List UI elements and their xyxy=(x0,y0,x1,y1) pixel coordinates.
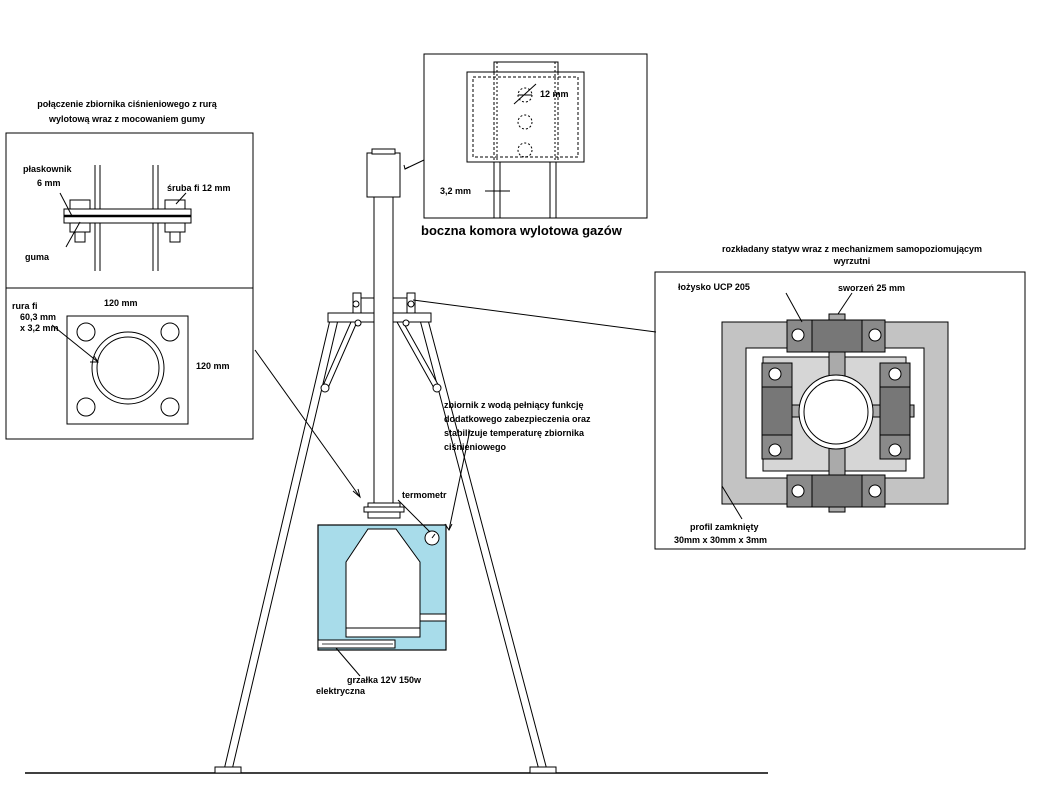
bolt-label: śruba fi 12 mm xyxy=(167,183,231,193)
water-tank xyxy=(317,524,447,651)
heater-label-line2: elektryczna xyxy=(316,686,366,696)
plate-width-label: 120 mm xyxy=(104,298,138,308)
side-chamber-panel xyxy=(423,53,648,219)
bearing-label: łożysko UCP 205 xyxy=(678,282,750,292)
tank-note-line4: ciśnieniowego xyxy=(444,442,507,452)
profile-label-line2: 30mm x 30mm x 3mm xyxy=(674,535,767,545)
flat-bar-label-line2: 6 mm xyxy=(37,178,61,188)
stand-caption-line1: rozkładany statyw wraz z mechanizmem sam… xyxy=(722,244,982,254)
pipe-label-line3: x 3,2 mm xyxy=(20,323,59,333)
thermometer-label: termometr xyxy=(402,490,447,500)
side-chamber-title: boczna komora wylotowa gazów xyxy=(421,223,623,238)
flat-bar-label-line1: płaskownik xyxy=(23,164,73,174)
launch-tube xyxy=(363,148,405,519)
flange-detail-panel xyxy=(5,132,254,440)
heater-label-line1: grzałka 12V 150w xyxy=(347,675,422,685)
self-leveling-mechanism-panel xyxy=(654,271,1026,550)
profile-label-line1: profil zamknięty xyxy=(690,522,759,532)
tank-note-line1: zbiornik z wodą pełniący funkcję xyxy=(444,400,584,410)
pipe-label-line1: rura fi xyxy=(12,301,38,311)
leader-lines xyxy=(51,159,853,677)
flange-plate-top-view xyxy=(66,315,189,425)
flange-caption-line2: wylotową wraz z mocowaniem gumy xyxy=(48,114,205,124)
hole-dimension-label: 12 mm xyxy=(540,89,569,99)
tripod-stand xyxy=(214,292,557,774)
tank-note-line3: stabilizuje temperaturę zbiornika xyxy=(444,428,585,438)
flange-side-view xyxy=(63,165,192,271)
wall-dimension-label: 3,2 mm xyxy=(440,186,471,196)
pipe-label-line2: 60,3 mm xyxy=(20,312,56,322)
rubber-label: guma xyxy=(25,252,50,262)
flange-caption-line1: połączenie zbiornika ciśnieniowego z rur… xyxy=(37,99,218,109)
stand-caption-line2: wyrzutni xyxy=(833,256,871,266)
pin-label: sworzeń 25 mm xyxy=(838,283,905,293)
plate-height-label: 120 mm xyxy=(196,361,230,371)
tank-note-line2: dodatkowego zabezpieczenia oraz xyxy=(444,414,591,424)
